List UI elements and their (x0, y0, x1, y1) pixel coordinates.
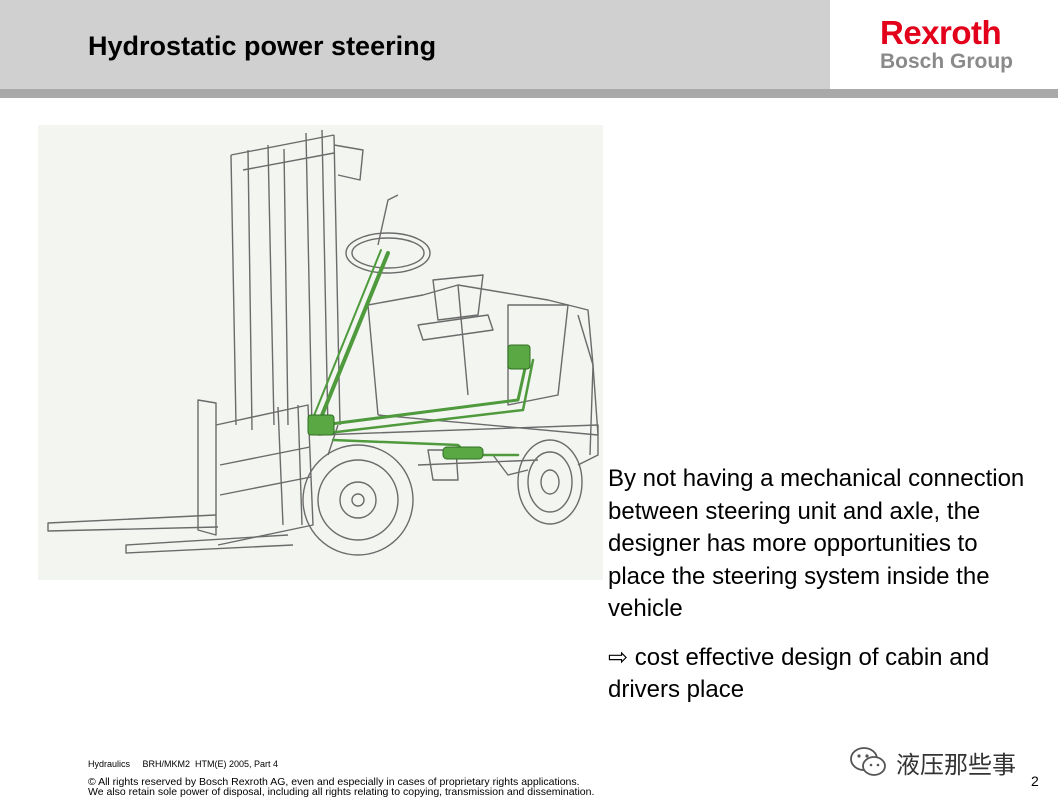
logo-group: Bosch Group (880, 50, 1014, 73)
bullet-text: cost effective design of cabin and drive… (608, 643, 990, 704)
description-paragraph: By not having a mechanical connection be… (608, 465, 1025, 622)
footer-meta: Hydraulics BRH/MKM2 HTM(E) 2005, Part 4 (88, 759, 279, 769)
copyright-line-1: © All rights reserved by Bosch Rexroth A… (88, 776, 580, 788)
arrow-icon: ⇨ (608, 643, 629, 671)
footer-copyright: © All rights reserved by Bosch Rexroth A… (88, 776, 595, 798)
header-bar (0, 0, 830, 89)
copyright-line-2: We also retain sole power of disposal, i… (88, 786, 595, 798)
slide-title: Hydrostatic power steering (88, 31, 437, 61)
watermark-text: 液压那些事 (896, 750, 1016, 779)
watermark: 液压那些事 (848, 742, 1016, 782)
logo-brand: Rexroth (880, 14, 1002, 51)
description-text: By not having a mechanical connection be… (608, 463, 1028, 707)
forklift-illustration (38, 125, 603, 580)
wechat-icon (850, 747, 886, 776)
page-number: 2 (1031, 773, 1039, 789)
header-divider (0, 89, 1058, 98)
forklift-icon (47, 129, 599, 556)
bullet-line: ⇨ cost effective design of cabin and dri… (608, 642, 1028, 707)
rexroth-logo: Rexroth Bosch Group (880, 16, 1030, 74)
